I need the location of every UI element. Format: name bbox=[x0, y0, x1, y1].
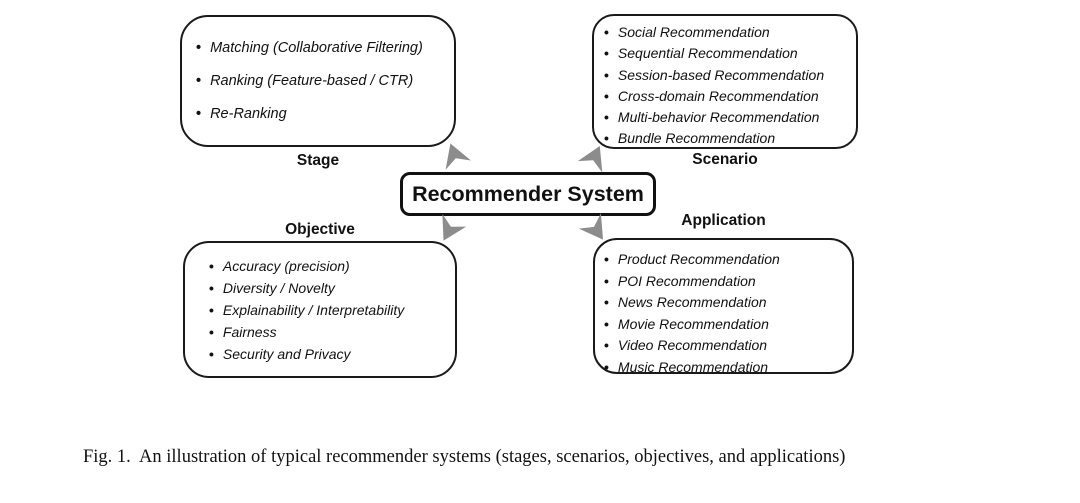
list-item: Security and Privacy bbox=[209, 343, 453, 365]
list-item: Social Recommendation bbox=[604, 22, 854, 43]
arrow-to-application-icon bbox=[578, 213, 604, 240]
arrow-to-stage-icon bbox=[445, 143, 471, 170]
objective-box: Accuracy (precision) Diversity / Novelty… bbox=[183, 241, 457, 378]
list-item: Movie Recommendation bbox=[604, 314, 850, 336]
arrow-to-scenario-icon bbox=[577, 146, 603, 173]
application-label: Application bbox=[681, 212, 766, 229]
list-item: Session-based Recommendation bbox=[604, 65, 854, 86]
list-item: Matching (Collaborative Filtering) bbox=[196, 40, 450, 56]
scenario-label: Scenario bbox=[692, 151, 758, 168]
list-item: Fairness bbox=[209, 321, 453, 343]
scenario-list: Social Recommendation Sequential Recomme… bbox=[594, 16, 856, 150]
figure-caption: Fig. 1. An illustration of typical recom… bbox=[83, 447, 846, 467]
list-item: POI Recommendation bbox=[604, 271, 850, 293]
list-item: Ranking (Feature-based / CTR) bbox=[196, 73, 450, 89]
list-item: Bundle Recommendation bbox=[604, 128, 854, 149]
stage-label: Stage bbox=[296, 152, 340, 169]
list-item: Multi-behavior Recommendation bbox=[604, 107, 854, 128]
application-box: Product Recommendation POI Recommendatio… bbox=[593, 238, 854, 375]
objective-list: Accuracy (precision) Diversity / Novelty… bbox=[185, 243, 455, 365]
recommender-system-box: Recommender System bbox=[400, 172, 656, 216]
recommender-system-label: Recommender System bbox=[412, 181, 644, 206]
list-item: Sequential Recommendation bbox=[604, 43, 854, 64]
stage-list: Matching (Collaborative Filtering) Ranki… bbox=[182, 17, 454, 145]
list-item: Diversity / Novelty bbox=[209, 277, 453, 299]
list-item: Explainability / Interpretability bbox=[209, 299, 453, 321]
stage-box: Matching (Collaborative Filtering) Ranki… bbox=[180, 15, 456, 147]
list-item: Re-Ranking bbox=[196, 106, 450, 122]
scenario-box: Social Recommendation Sequential Recomme… bbox=[592, 14, 858, 149]
application-list: Product Recommendation POI Recommendatio… bbox=[595, 240, 852, 379]
arrow-to-objective-icon bbox=[442, 214, 467, 241]
list-item: Music Recommendation bbox=[604, 357, 850, 379]
list-item: Cross-domain Recommendation bbox=[604, 86, 854, 107]
list-item: Product Recommendation bbox=[604, 249, 850, 271]
objective-label: Objective bbox=[285, 221, 355, 238]
list-item: Accuracy (precision) bbox=[209, 255, 453, 277]
list-item: News Recommendation bbox=[604, 292, 850, 314]
list-item: Video Recommendation bbox=[604, 335, 850, 357]
